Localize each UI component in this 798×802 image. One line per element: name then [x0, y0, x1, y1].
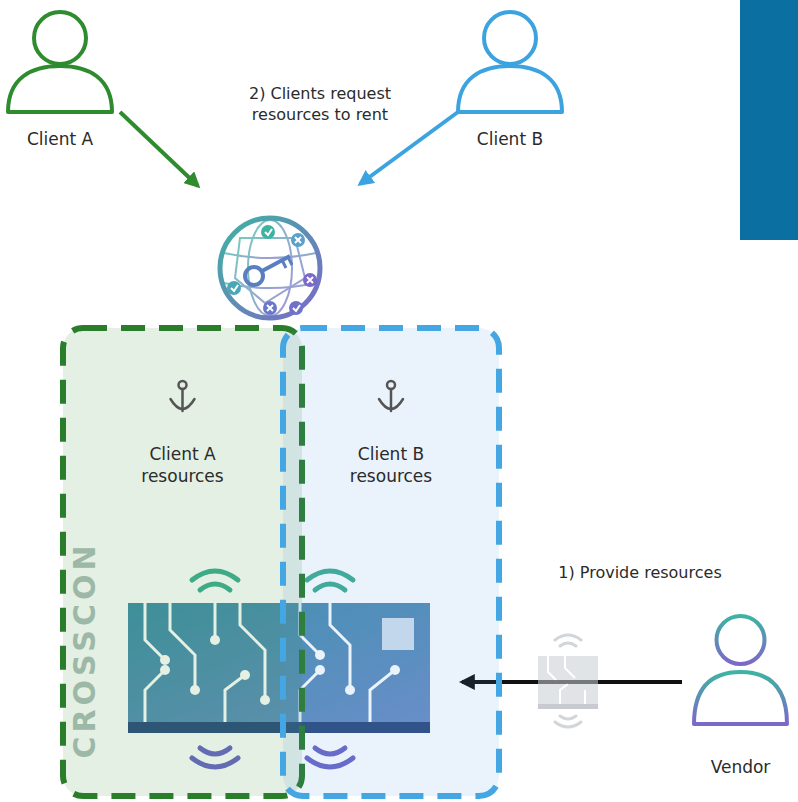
vendor-chip — [538, 656, 598, 706]
request-arrows — [120, 112, 198, 186]
vendor-chip — [560, 684, 568, 704]
region-label: Client A resources — [120, 443, 245, 487]
corner-bar — [740, 0, 798, 240]
client-b-actor: Client B — [450, 0, 570, 165]
anchor-icon — [379, 399, 403, 409]
trust-globe — [224, 220, 316, 316]
vendor-chip — [555, 635, 581, 640]
check-dots — [295, 237, 301, 243]
vendor-chip — [538, 635, 598, 727]
key-symbol — [282, 260, 286, 268]
vendor-chip — [538, 704, 598, 709]
vendor-chip — [555, 635, 581, 727]
anchor-icon — [171, 381, 195, 411]
vendor-chip — [560, 716, 576, 719]
check-dots — [303, 273, 317, 287]
check-dots — [267, 305, 273, 311]
key-symbol — [262, 256, 290, 271]
client-a-actor: Client A — [0, 0, 120, 165]
check-dots — [293, 305, 300, 311]
vendor-chip — [584, 690, 586, 704]
check-dots — [227, 281, 241, 295]
vendor-chip — [548, 656, 585, 704]
check-dots — [231, 285, 238, 291]
vendor-chip — [565, 656, 575, 678]
region-outline — [283, 328, 499, 796]
actor-name: Client A — [0, 128, 120, 150]
vendor-chip — [548, 656, 556, 680]
actor-name: Vendor — [688, 756, 793, 778]
watermark: CROSSCON — [68, 540, 102, 760]
vendor-actor: Vendor — [688, 598, 793, 798]
person-head — [34, 12, 86, 64]
anchor-icon — [171, 399, 195, 409]
vendor-chip — [555, 722, 581, 727]
trust-globe — [220, 218, 320, 318]
step-label: 1) Provide resources — [535, 563, 745, 584]
step-label: 2) Clients request resources to rent — [225, 84, 415, 126]
person-head — [484, 12, 536, 64]
dashed-region — [280, 325, 502, 799]
person-head — [717, 616, 765, 664]
person-body — [694, 672, 787, 724]
region-outline — [63, 328, 302, 796]
trust-globe — [220, 218, 320, 318]
check-dots — [227, 225, 317, 315]
client-b-region: Client B resources — [280, 325, 502, 799]
region-label: Client B resources — [329, 443, 454, 487]
key-symbol — [288, 257, 292, 265]
check-dots — [265, 229, 272, 235]
actor-name: Client B — [450, 128, 570, 150]
anchor-icon — [379, 381, 403, 411]
check-dots — [261, 225, 275, 239]
person-body — [8, 66, 112, 112]
check-dots — [291, 233, 305, 247]
person-body — [458, 66, 562, 112]
check-dots — [263, 301, 277, 315]
key-symbol — [245, 256, 292, 285]
check-dots — [307, 277, 313, 283]
trust-globe — [235, 238, 305, 303]
key-symbol — [245, 267, 263, 285]
check-dots — [289, 301, 303, 315]
vendor-chip — [560, 643, 576, 646]
